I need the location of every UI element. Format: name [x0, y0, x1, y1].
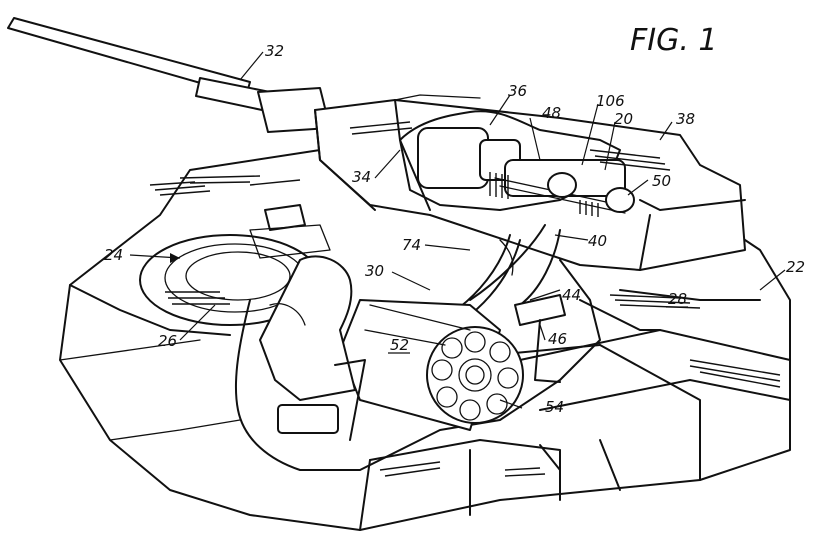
- ref-74: 74: [402, 236, 421, 254]
- ref-38: 38: [676, 110, 695, 128]
- ref-40: 40: [588, 232, 607, 250]
- ref-28: 28: [668, 290, 687, 308]
- turret-body: [314, 94, 746, 271]
- ref-30: 30: [365, 262, 384, 280]
- ref-54: 54: [545, 398, 564, 416]
- ref-48: 48: [542, 104, 561, 122]
- ref-24: 24: [104, 246, 123, 264]
- arrow-24: [129, 253, 181, 263]
- ref-34: 34: [352, 168, 371, 186]
- gun-barrel: [7, 17, 331, 133]
- ref-106: 106: [596, 92, 625, 110]
- ref-26: 26: [158, 332, 177, 350]
- ref-44: 44: [562, 286, 581, 304]
- ref-46: 46: [548, 330, 567, 348]
- crew-member: [259, 255, 366, 441]
- leader-lines: [179, 51, 786, 409]
- ref-20: 20: [614, 110, 633, 128]
- seat-post: [249, 204, 566, 383]
- ref-32: 32: [265, 42, 284, 60]
- ref-52: 52: [390, 336, 409, 354]
- ref-22: 22: [786, 258, 805, 276]
- figure-label: FIG. 1: [630, 23, 718, 58]
- ref-36: 36: [508, 82, 527, 100]
- rotary-magazine: [339, 299, 524, 431]
- turret-floor-ring: [139, 234, 321, 326]
- ref-50: 50: [652, 172, 671, 190]
